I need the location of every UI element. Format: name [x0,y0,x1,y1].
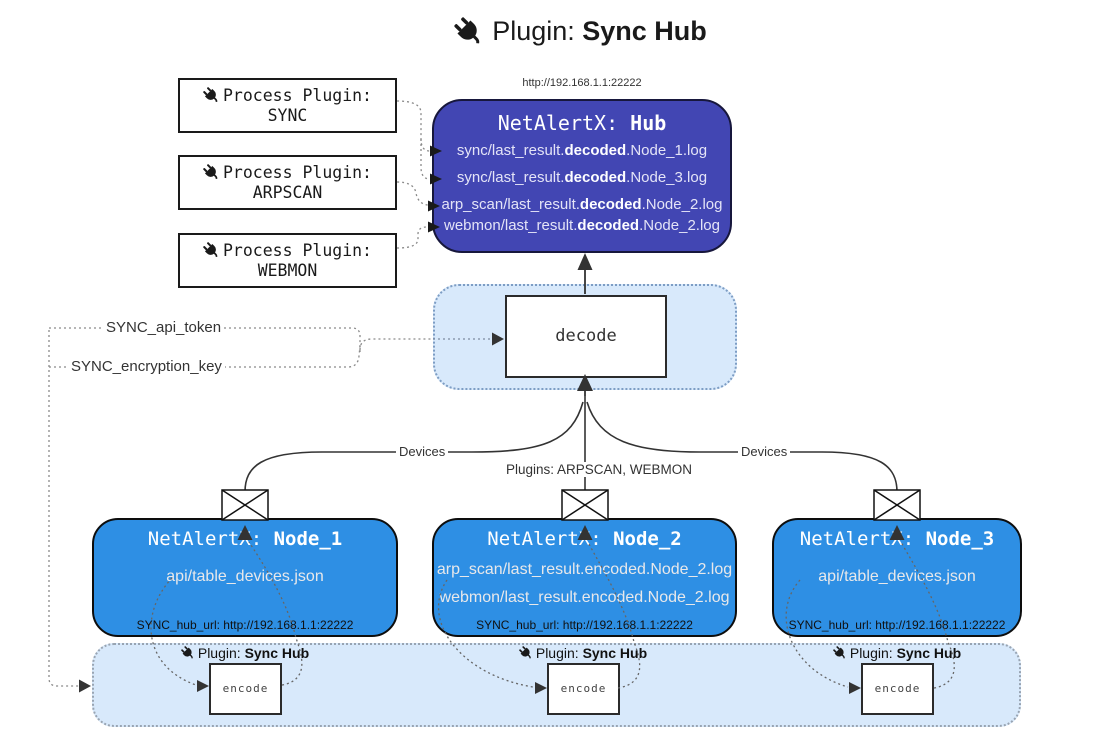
node3-file: api/table_devices.json [818,568,976,585]
decode-box: decode [505,295,667,378]
node2-hub-url: SYNC_hub_url: http://192.168.1.1:22222 [476,618,693,632]
node2-file: arp_scan/last_result.encoded.Node_2.log [436,561,733,578]
plug-icon [832,646,847,660]
edge-arpscan-row3 [396,181,429,206]
plug-icon [202,242,220,259]
env-api-token-label: SYNC_api_token [103,319,225,336]
encoder1-label: Plugin: Sync Hub [145,645,345,661]
plug-icon [202,87,220,104]
envelope-icon [561,489,609,521]
encoder1-box: encode [209,663,282,715]
hub-log-row: webmon/last_result.decoded.Node_2.log [444,217,720,234]
page-title-text: Plugin: Sync Hub [492,16,707,46]
hub-log-row: arp_scan/last_result.decoded.Node_2.log [441,196,723,213]
edge-env-to-strip [48,330,79,687]
node3-title: NetAlertX: Node_3 [799,528,995,550]
encoder2-label: Plugin: Sync Hub [483,645,683,661]
plug-icon [518,646,533,660]
page-title: Plugin: Sync Hub [22,16,1117,47]
node1-title: NetAlertX: Node_1 [147,528,343,550]
node1-file: api/table_devices.json [166,568,324,585]
hub-url-label: http://192.168.1.1:22222 [522,77,642,89]
encoder2-box: encode [547,663,620,715]
edge-webmon-row4 [396,226,428,249]
edge-label-devices-right: Devices [738,444,791,459]
encoder3-box: encode [861,663,934,715]
process-plugin-webmon: Process Plugin: WEBMON [178,233,397,288]
hub-log-row: sync/last_result.decoded.Node_1.log [456,142,708,159]
arrowhead-into-hub [577,253,593,270]
edge-label-plugins: Plugins: ARPSCAN, WEBMON [503,462,696,477]
edge-sync-row1 [396,100,431,152]
env-encryption-key-label: SYNC_encryption_key [68,358,225,375]
hub-box [432,99,732,253]
process-plugin-sync: Process Plugin: SYNC [178,78,397,133]
encoder3-label: Plugin: Sync Hub [797,645,997,661]
envelope-icon [873,489,921,521]
node3-hub-url: SYNC_hub_url: http://192.168.1.1:22222 [788,618,1006,632]
node2-file: webmon/last_result.encoded.Node_2.log [439,589,730,606]
hub-title: NetAlertX: Hub [497,111,667,135]
envelope-icons [221,489,921,521]
plug-icon [202,164,220,181]
edge-env-to-decode [359,338,433,351]
node1-hub-url: SYNC_hub_url: http://192.168.1.1:22222 [136,618,354,632]
plug-icon [454,16,485,47]
edge-label-devices-left: Devices [396,444,449,459]
process-plugin-arpscan: Process Plugin: ARPSCAN [178,155,397,210]
envelope-icon [221,489,269,521]
node2-title: NetAlertX: Node_2 [487,528,682,550]
arrowhead-into-strip [79,679,91,693]
plug-icon [180,646,195,660]
edge-sync-row2 [420,139,431,180]
hub-log-row: sync/last_result.decoded.Node_3.log [456,169,708,186]
